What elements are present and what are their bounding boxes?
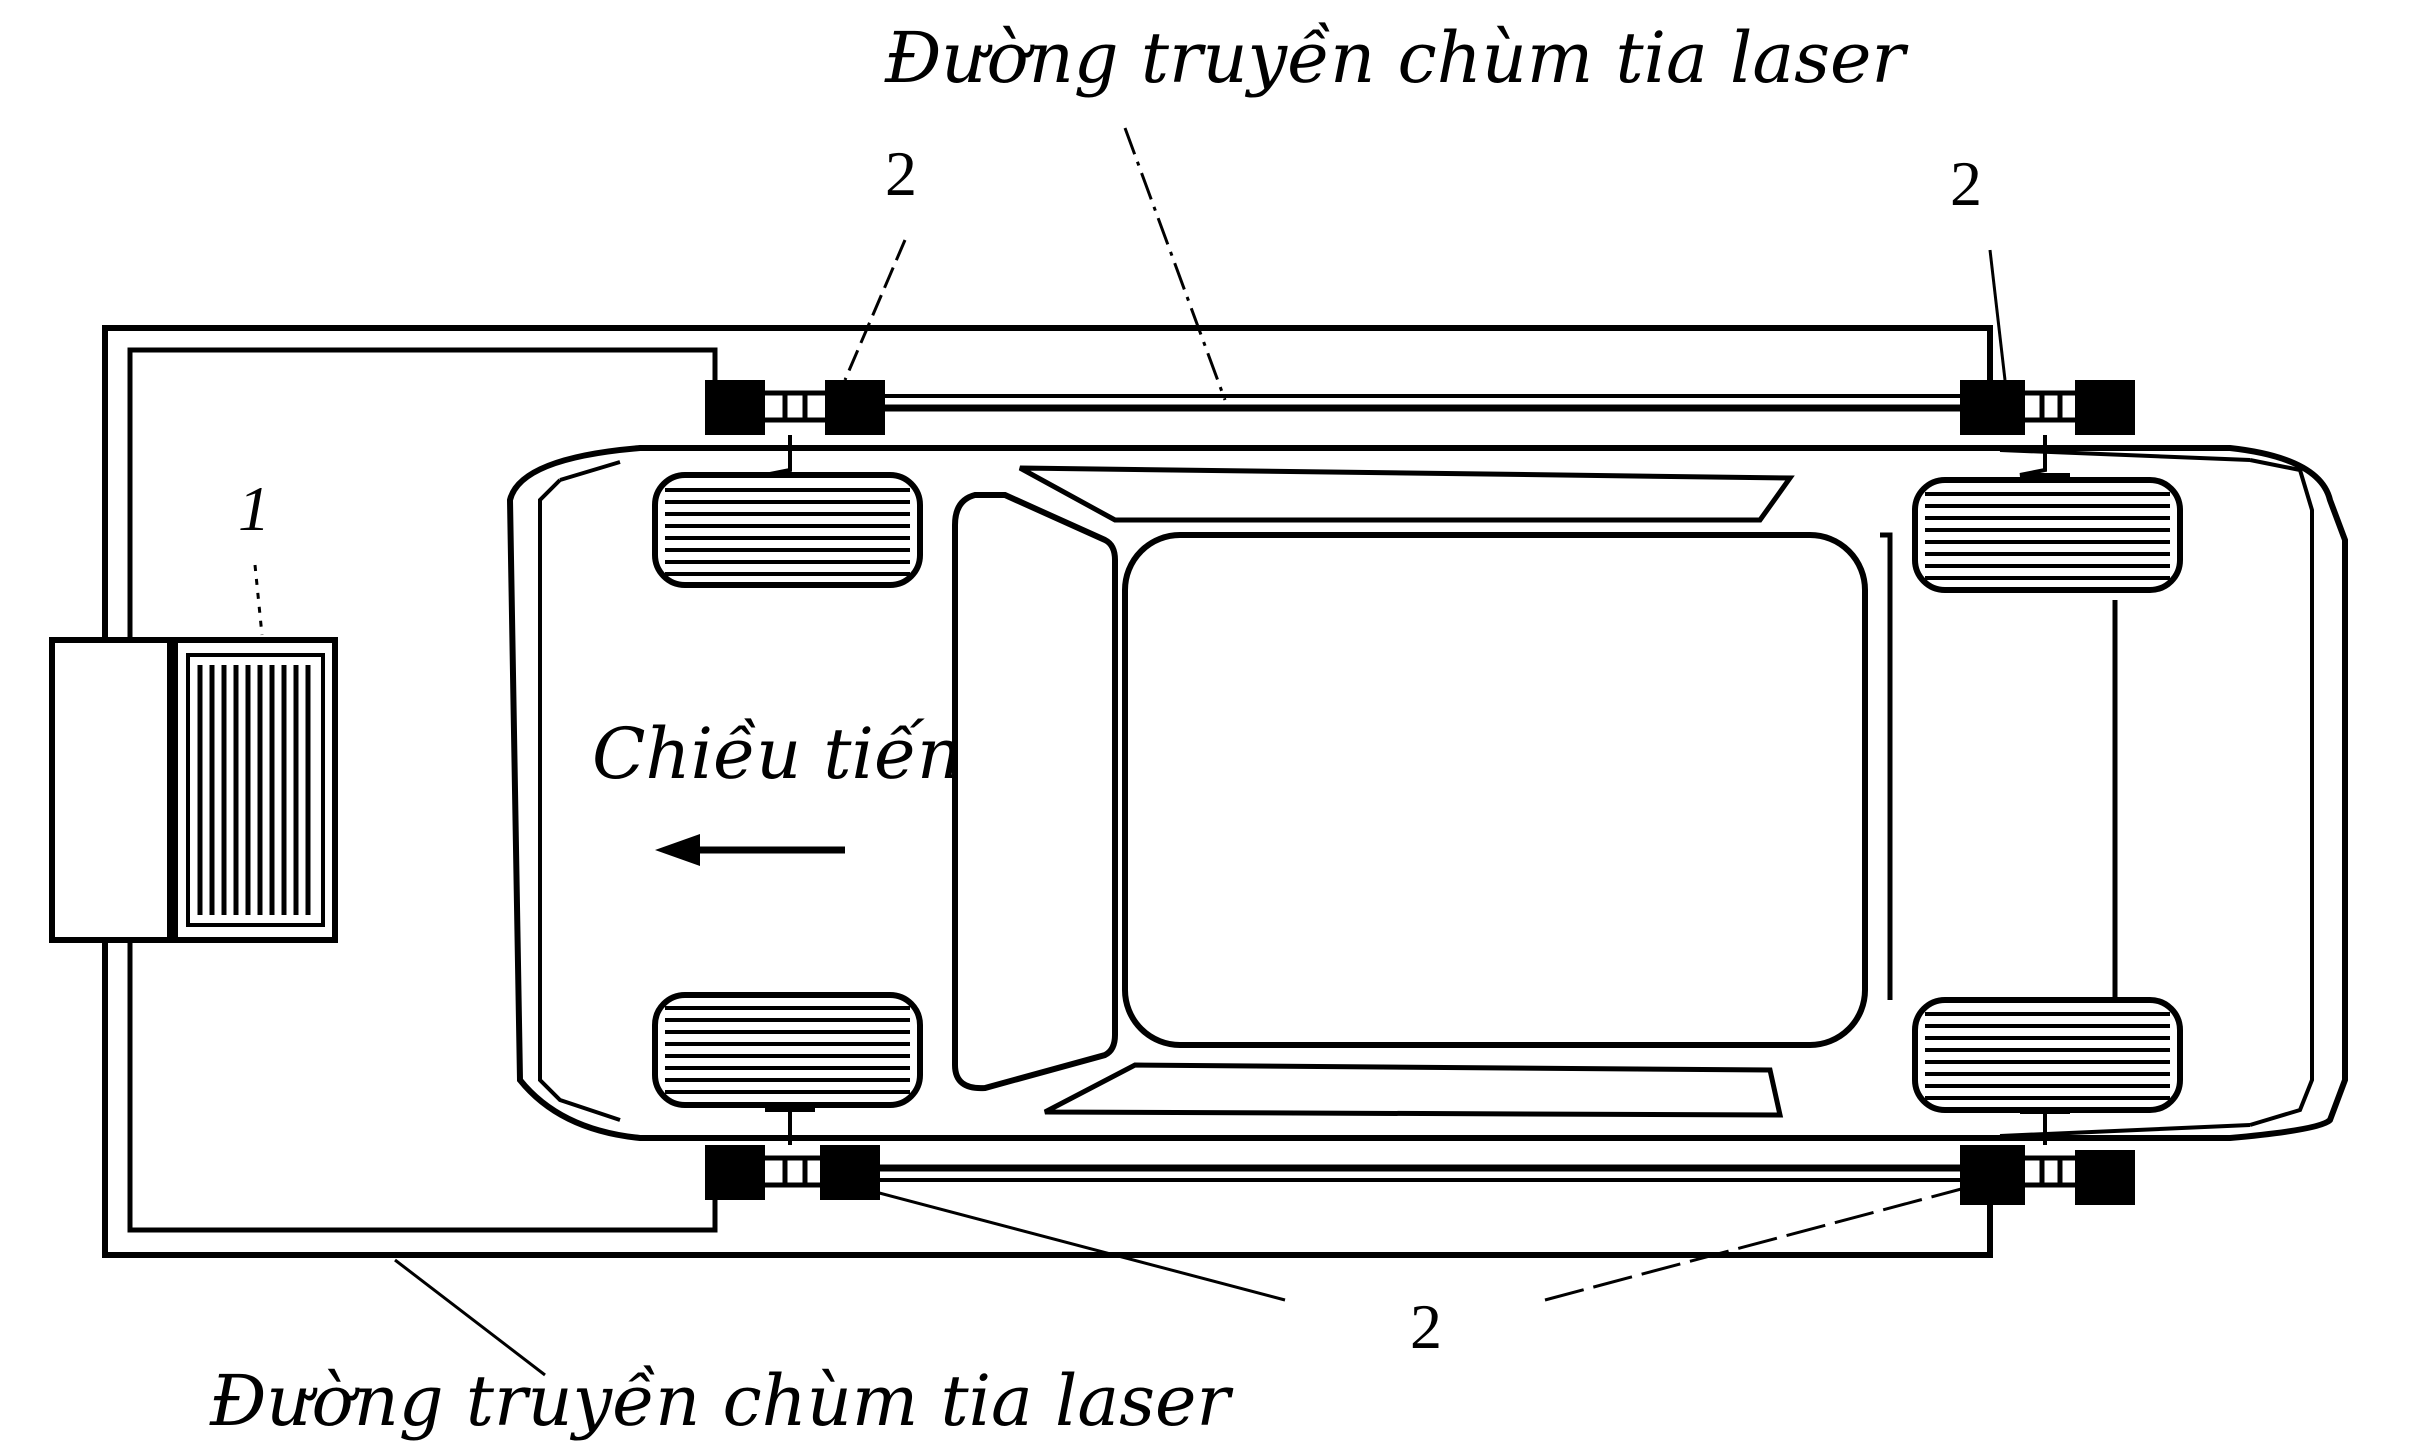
laser-beam-path-loop (102, 325, 1993, 1258)
car-cabin (952, 465, 2118, 1118)
car-body (506, 445, 2348, 1141)
beam-path-label-bottom: Đường truyền chùm tia laser (209, 1360, 1233, 1442)
part-1-label: 1 (238, 473, 270, 544)
wheel-rear-top (1912, 477, 2183, 593)
sensor-head-front-bottom (705, 1108, 880, 1200)
part-2-label-bottom: 2 (1410, 1291, 1442, 1362)
part-2-label-top-left: 2 (885, 138, 917, 209)
beam-path-label-top: Đường truyền chùm tia laser (884, 17, 1908, 99)
part-2-label-top-right: 2 (1950, 148, 1982, 219)
laser-unit (49, 637, 338, 943)
leader-lines (253, 127, 2007, 1377)
sensor-head-front-top (705, 380, 885, 477)
forward-direction-arrow (655, 834, 845, 866)
direction-label: Chiều tiến (592, 713, 962, 795)
wheel-front-bottom (652, 992, 923, 1108)
sensor-head-rear-bottom (1960, 1110, 2135, 1205)
sensor-head-rear-top (1960, 380, 2135, 477)
wheel-rear-bottom (1912, 997, 2183, 1113)
laser-unit-grille (197, 665, 311, 915)
wheel-front-top (652, 472, 923, 588)
